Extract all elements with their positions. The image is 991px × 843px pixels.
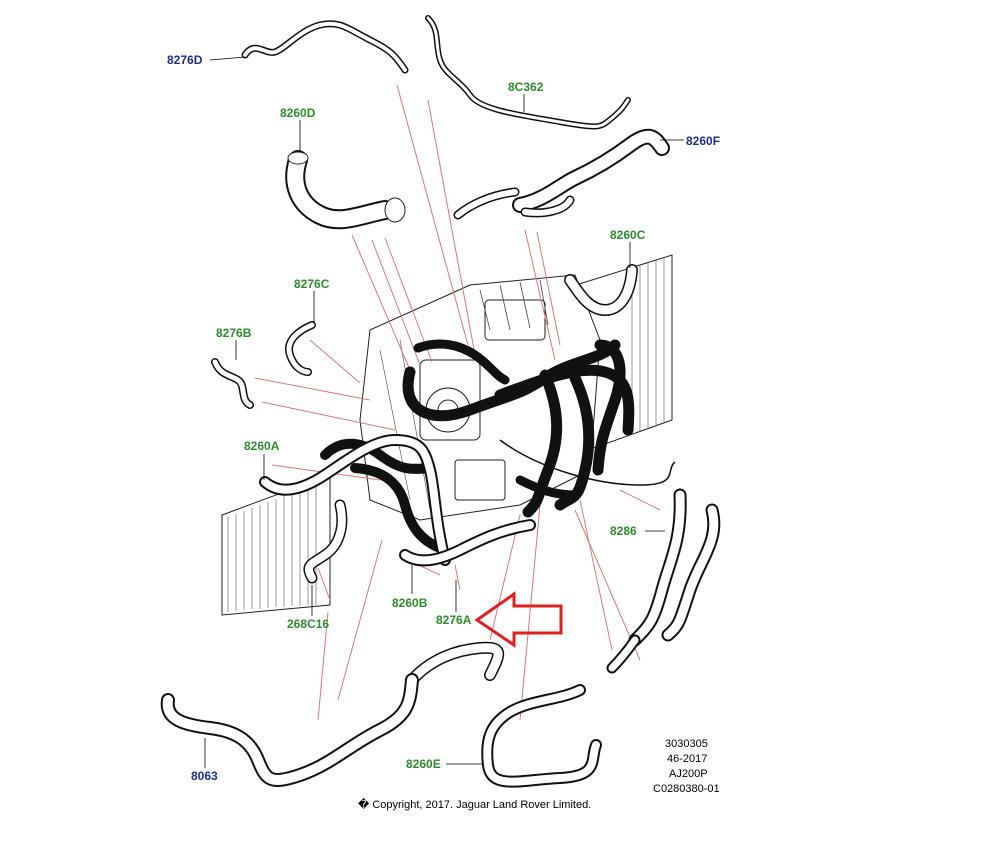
radiator-left <box>221 474 331 616</box>
label-8260D: 8260D <box>280 106 316 120</box>
label-leaders <box>204 56 684 768</box>
label-8276B: 8276B <box>216 326 252 340</box>
hose-8260F <box>453 128 670 220</box>
pipe-8C362 <box>425 15 631 130</box>
label-8276D: 8276D <box>167 53 203 67</box>
label-8276C: 8276C <box>294 277 330 291</box>
label-8260A: 8260A <box>244 439 280 453</box>
label-8260C: 8260C <box>610 228 646 242</box>
label-8260E: 8260E <box>406 757 441 771</box>
hose-8260B <box>399 519 536 567</box>
hose-8276A <box>406 641 505 686</box>
hose-8260D <box>285 150 406 230</box>
hose-8276D <box>241 20 409 74</box>
engine-hoses <box>320 339 676 553</box>
copyright-notice: � Copyright, 2017. Jaguar Land Rover Lim… <box>358 798 591 811</box>
hose-8276C <box>285 321 316 376</box>
reference-line: 3030305 <box>665 738 708 750</box>
label-268C16: 268C16 <box>287 617 329 631</box>
reference-line: 46-2017 <box>667 753 707 765</box>
hose-8276B <box>211 358 254 409</box>
hose-8286 <box>606 488 721 674</box>
hose-8260A <box>259 434 451 566</box>
hose-8260C <box>564 264 638 316</box>
label-8276A: 8276A <box>436 613 472 627</box>
label-8260F: 8260F <box>686 134 720 148</box>
highlight-arrow <box>474 591 563 648</box>
label-8063: 8063 <box>191 769 218 783</box>
label-8260B: 8260B <box>392 596 428 610</box>
hose-8063 <box>160 673 419 787</box>
reference-line: AJ200P <box>669 768 708 780</box>
reference-line: C0280380-01 <box>653 783 720 795</box>
reference-block: 3030305 46-2017 AJ200P C0280380-01 <box>653 738 720 795</box>
label-8C362: 8C362 <box>508 80 544 94</box>
part-labels: 8276D 8C362 8260D 8260F 8260C 8276C 8276… <box>167 53 720 783</box>
label-8286: 8286 <box>610 524 637 538</box>
hose-8260E <box>481 684 602 788</box>
hose-268C16 <box>303 499 348 584</box>
